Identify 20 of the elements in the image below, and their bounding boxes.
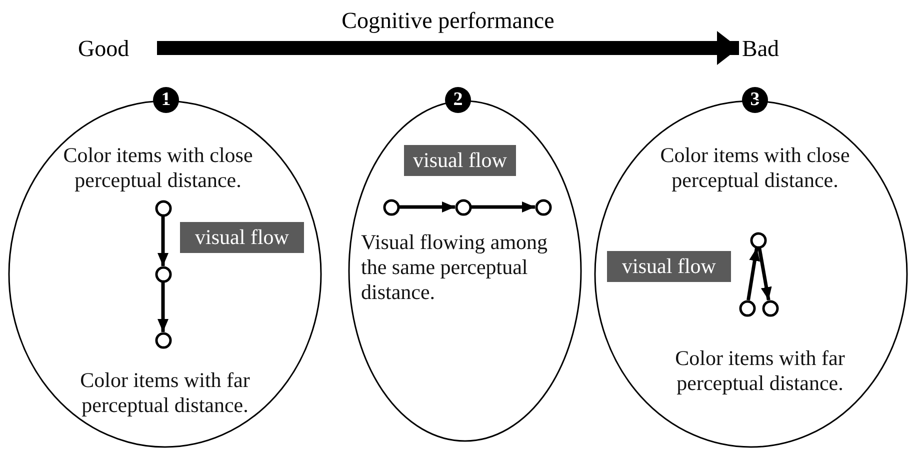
circle-marker — [454, 198, 472, 216]
flow-tag: visual flow — [404, 145, 516, 176]
circle-marker — [154, 332, 172, 348]
description-text: Visual flowing among the same perceptual distance. — [361, 230, 549, 305]
circle-marker — [750, 232, 766, 248]
circle-marker — [154, 266, 172, 282]
flow-tag: visual flow — [607, 251, 731, 282]
number-badge: 2 — [445, 87, 471, 113]
circle-marker — [738, 300, 756, 316]
flow-tag: visual flow — [180, 222, 304, 253]
description-text: Color items with far perceptual distance. — [674, 346, 846, 396]
scale-label: Bad — [742, 35, 794, 63]
circle-marker — [762, 300, 778, 316]
description-text: Color items with close perceptual distance. — [659, 143, 851, 193]
circle-marker — [382, 198, 400, 216]
description-text: Color items with close perceptual distance. — [62, 143, 254, 193]
circle-marker — [534, 198, 552, 216]
circle-marker — [154, 200, 172, 216]
scale-label: Good — [78, 35, 154, 63]
description-text: Color items with far perceptual distance. — [79, 368, 251, 418]
